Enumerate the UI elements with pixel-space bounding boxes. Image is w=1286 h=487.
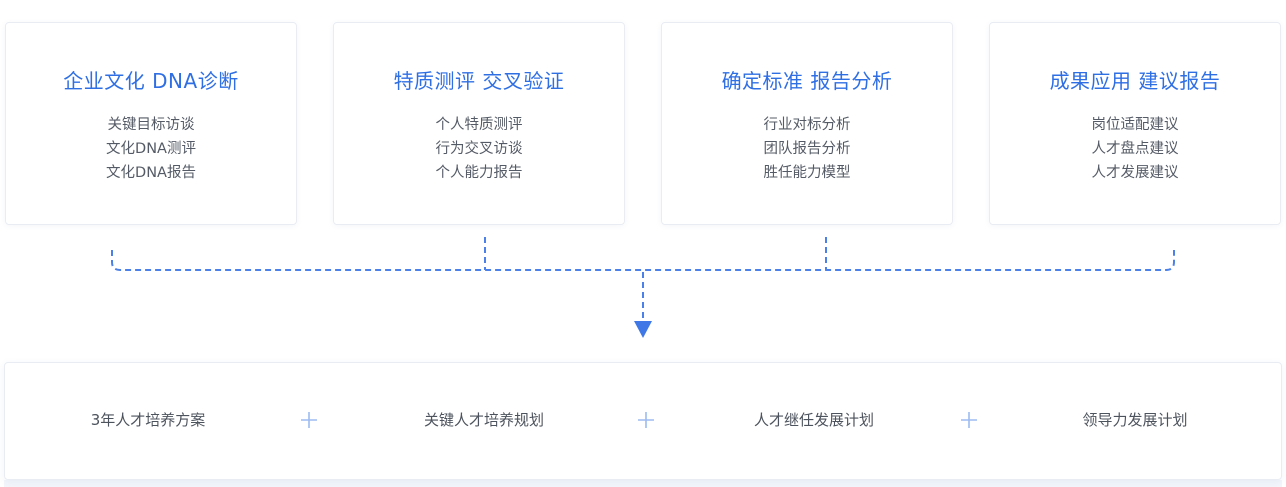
- stage-card-application: 成果应用 建议报告 岗位适配建议 人才盘点建议 人才发展建议: [989, 22, 1281, 225]
- stage-title: 企业文化 DNA诊断: [63, 69, 239, 93]
- stage-item-list: 行业对标分析 团队报告分析 胜任能力模型: [662, 113, 952, 185]
- stage-title: 确定标准 报告分析: [721, 69, 893, 93]
- stage-item-list: 关键目标访谈 文化DNA测评 文化DNA报告: [6, 113, 296, 185]
- stage-item: 行为交叉访谈: [435, 141, 523, 157]
- stage-item: 团队报告分析: [763, 141, 851, 157]
- stage-card-assessment: 特质测评 交叉验证 个人特质测评 行为交叉访谈 个人能力报告: [333, 22, 625, 225]
- stage-title: 特质测评 交叉验证: [393, 69, 565, 93]
- plan-label: 3年人才培养方案: [90, 411, 206, 429]
- stage-item: 个人能力报告: [435, 165, 523, 181]
- stage-item: 文化DNA报告: [106, 165, 196, 181]
- stage-item: 胜任能力模型: [763, 165, 851, 181]
- stage-item: 行业对标分析: [763, 117, 851, 133]
- arrow-down-icon: [634, 321, 652, 338]
- connector-bracket-line: [111, 250, 1175, 271]
- panel-base-strip: [4, 480, 1282, 487]
- plan-label: 关键人才培养规划: [423, 411, 545, 429]
- stage-card-standards: 确定标准 报告分析 行业对标分析 团队报告分析 胜任能力模型: [661, 22, 953, 225]
- stage-item: 文化DNA测评: [106, 141, 196, 157]
- stage-item: 个人特质测评: [435, 117, 523, 133]
- plan-label: 领导力发展计划: [1082, 411, 1188, 429]
- stage-item-list: 岗位适配建议 人才盘点建议 人才发展建议: [990, 113, 1280, 185]
- plus-icon: [638, 412, 654, 428]
- stage-card-culture: 企业文化 DNA诊断 关键目标访谈 文化DNA测评 文化DNA报告: [5, 22, 297, 225]
- stage-item: 关键目标访谈: [107, 117, 195, 133]
- plan-label: 人才继任发展计划: [753, 411, 875, 429]
- plus-icon: [301, 412, 317, 428]
- stage-item: 人才盘点建议: [1091, 141, 1179, 157]
- stage-title: 成果应用 建议报告: [1049, 69, 1221, 93]
- stage-item: 人才发展建议: [1091, 165, 1179, 181]
- stage-item-list: 个人特质测评 行为交叉访谈 个人能力报告: [334, 113, 624, 185]
- plus-icon: [961, 412, 977, 428]
- outcome-panel: [4, 362, 1282, 480]
- stage-item: 岗位适配建议: [1091, 117, 1179, 133]
